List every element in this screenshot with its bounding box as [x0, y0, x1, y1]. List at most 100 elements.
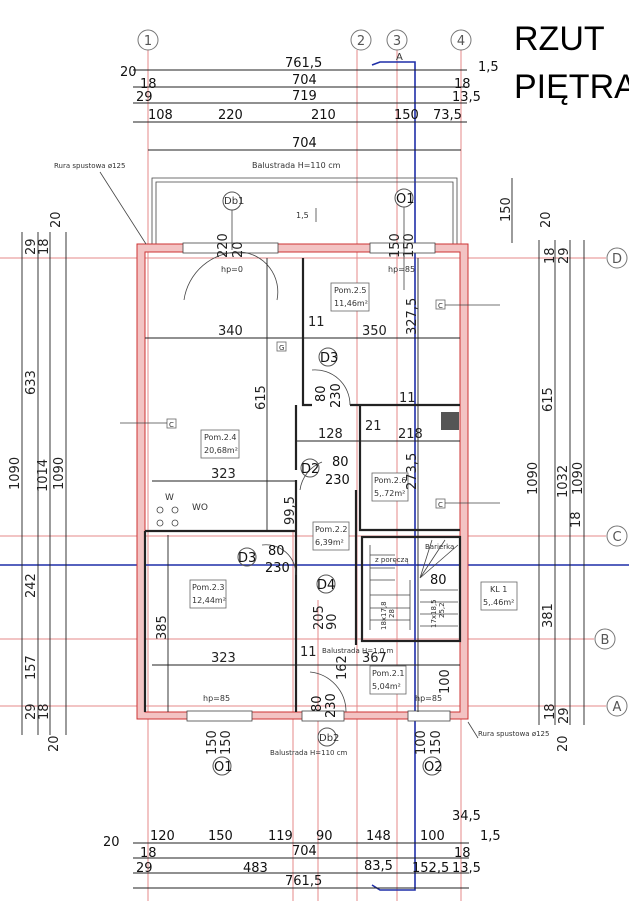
label-notes-poreczka: z poręczą [375, 556, 409, 564]
label-inner-dims-d615: 615 [254, 385, 269, 410]
label-dims-right-d1090b: 1090 [571, 462, 586, 495]
room-kl-1: KL 15,.46m² [480, 581, 518, 611]
label-dims-right-d1090a: 1090 [526, 462, 541, 495]
label-dims-left-d242: 242 [24, 573, 39, 598]
openings [182, 242, 451, 722]
balustrade-note-stairs: Balustrada H=1,0 m [322, 647, 393, 655]
section-label: A [396, 52, 403, 63]
label-dims-bottom-right-1-5: 1,5 [480, 829, 501, 844]
axis-markers: 1 2 3 4 D C B A [137, 29, 628, 717]
label-windows-O1-bottom: O1 [214, 760, 233, 775]
label-inner-dims-d205: 205 [312, 605, 327, 630]
label-notes-stairs1-b: 28 [388, 609, 396, 618]
label-inner-dims-d327-5: 327,5 [405, 298, 420, 335]
axis-2: 2 [357, 34, 365, 49]
label-notes-stairs1-a: 18x17,8 [380, 601, 388, 630]
label-notes-G: G [279, 344, 284, 352]
label-inner-dims-d20: 20 [231, 241, 246, 258]
label-inner-dims-w150b: 150 [402, 233, 417, 258]
label-doors-D2-w: 80 [332, 455, 349, 470]
label-inner-dims-d350: 350 [362, 324, 387, 339]
axis-a: A [613, 700, 622, 715]
label-dims-bottom-chain-4: 148 [366, 829, 391, 844]
label-inner-dims-d100: 100 [438, 669, 453, 694]
label-notes-W: W [165, 493, 174, 503]
dimensions-left: 633 242 157 29 18 20 29 18 20 1090 1014 … [8, 211, 67, 752]
label-rooms-0-name: Pom.2.5 [334, 286, 367, 295]
balustrade-note-top: Balustrada H=110 cm [252, 161, 341, 170]
label-inner-dims-d323a: 323 [211, 467, 236, 482]
axis-d: D [612, 252, 622, 267]
label-doors-D4: D4 [317, 578, 335, 593]
label-doors-Db2: Db2 [319, 733, 339, 744]
label-doors-D4-h: 230 [324, 693, 339, 718]
label-inner-dims-d367: 367 [362, 651, 387, 666]
axis-b: B [601, 633, 610, 648]
label-dims-top-right-1-5: 1,5 [478, 60, 499, 75]
label-dims-top-chain-1: 220 [218, 108, 243, 123]
label-dims-top-right-13-5: 13,5 [452, 90, 481, 105]
label-dims-bottom-chain-0: 120 [150, 829, 175, 844]
room-2-3: Pom.2.312,44m² [189, 579, 227, 609]
label-rooms-1-name: Pom.2.4 [204, 433, 237, 442]
label-dims-top-r1: 719 [292, 89, 317, 104]
label-inner-dims-d90: 90 [325, 613, 340, 630]
label-dims-right-d20: 20 [539, 211, 554, 228]
label-dims-top-chain-4: 73,5 [433, 108, 462, 123]
label-dims-left-d633: 633 [24, 370, 39, 395]
label-inner-dims-d11a: 11 [308, 315, 325, 330]
label-dims-top-left-29: 29 [136, 90, 153, 105]
label-inner-dims-d128: 128 [318, 427, 343, 442]
room-2-4: Pom.2.4 20,68m² [200, 429, 240, 459]
balustrade-note-bottom: Balustrada H=110 cm [270, 749, 348, 757]
axis-4: 4 [457, 34, 465, 49]
label-notes-C1: C [169, 421, 174, 429]
label-dims-bottom-overall: 761,5 [285, 874, 322, 889]
label-dims-left-d18b: 18 [37, 703, 52, 720]
label-rooms-2-area: 5,.72m² [374, 489, 405, 498]
label-doors-D3a-w: 80 [314, 385, 329, 402]
staircase: z poręczą Barierka 80 18x17,8 28 17x18,5… [322, 539, 459, 655]
label-inner-dims-d323b: 323 [211, 651, 236, 666]
label-dims-bottom-d34-5: 34,5 [452, 809, 481, 824]
label-windows-O1-top: O1 [396, 192, 415, 207]
label-inner-dims-d385: 385 [155, 615, 170, 640]
label-dims-bottom-c483: 483 [243, 861, 268, 876]
label-dims-top-inner: 704 [292, 73, 317, 88]
label-inner-dims-b150c: 150 [429, 730, 444, 755]
label-doors-D3a-h: 230 [329, 383, 344, 408]
label-dims-bottom-left-20: 20 [103, 835, 120, 850]
label-dims-left-d1090b: 1090 [52, 457, 67, 490]
label-dims-bottom-chain-3: 90 [316, 829, 333, 844]
label-dims-right-d18: 18 [543, 247, 558, 264]
label-dims-bottom-left-18: 18 [140, 846, 157, 861]
label-dims-left-d18: 18 [37, 238, 52, 255]
label-dims-bottom-c152-5: 152,5 [412, 861, 449, 876]
axis-1: 1 [144, 34, 152, 49]
label-dims-bottom-c83-5: 83,5 [364, 859, 393, 874]
label-dims-bottom-left-29: 29 [136, 861, 153, 876]
label-dims-left-d20-bot: 20 [47, 735, 62, 752]
room-labels: Pom.2.511,46m² Pom.2.420,68m² Pom.2.65,.… [189, 282, 518, 695]
label-doors-D3a: D3 [320, 351, 338, 366]
label-windows-O2: O2 [424, 760, 443, 775]
label-inner-dims-b100: 100 [414, 730, 429, 755]
label-dims-top-balcony: 704 [292, 136, 317, 151]
label-rooms-2-name: Pom.2.6 [374, 476, 407, 485]
label-notes-hp85-b: hp=85 [203, 694, 230, 703]
label-inner-dims-stairs-80: 80 [430, 573, 447, 588]
label-dims-right-d29: 29 [557, 247, 572, 264]
label-inner-dims-b150b: 150 [219, 730, 234, 755]
title-line1: RZUT [514, 20, 605, 58]
label-notes-hp85-a: hp=85 [388, 265, 415, 274]
label-notes-hp85-c: hp=85 [415, 694, 442, 703]
label-doors-D2-h: 230 [325, 473, 350, 488]
downpipe-note-bottom: Rura spustowa ø125 [478, 730, 549, 738]
label-rooms-3-area: 6,39m² [315, 538, 344, 547]
label-dims-left-d29: 29 [24, 238, 39, 255]
label-dims-top-chain-0: 108 [148, 108, 173, 123]
label-rooms-1-area: 20,68m² [204, 446, 238, 455]
label-doors-D3b: D3 [238, 551, 256, 566]
dimensions-top: 761,5 704 719 20 18 29 1,5 18 13,5 108 2… [120, 56, 499, 151]
label-dims-bottom-right-13-5: 13,5 [452, 861, 481, 876]
